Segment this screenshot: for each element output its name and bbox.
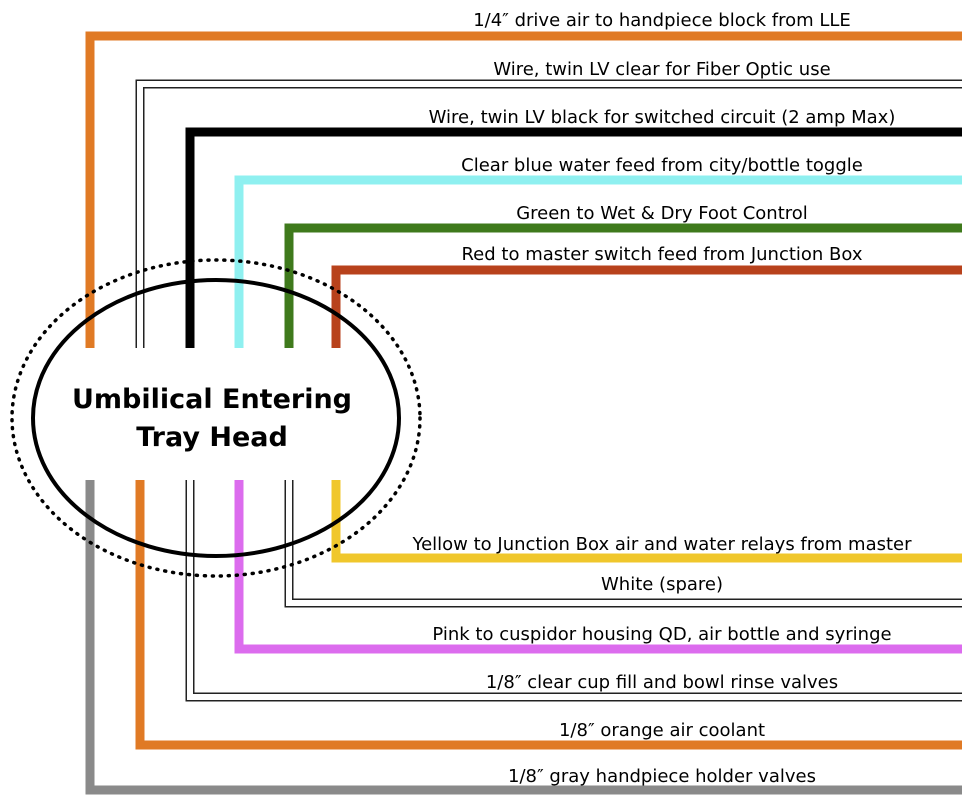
upper-tube-3 xyxy=(185,127,962,348)
upper-tube-1-label: 1/4″ drive air to handpiece block from L… xyxy=(473,10,851,31)
upper-tube-2-label: Wire, twin LV clear for Fiber Optic use xyxy=(493,59,830,80)
upper-tube-5-label: Green to Wet & Dry Foot Control xyxy=(516,203,808,224)
lower-tube-1 xyxy=(331,480,962,563)
lower-tube-3-label: Pink to cuspidor housing QD, air bottle … xyxy=(432,624,891,645)
lower-tube-1-label: Yellow to Junction Box air and water rel… xyxy=(411,534,912,555)
upper-tube-2 xyxy=(137,81,962,348)
upper-tube-6-label: Red to master switch feed from Junction … xyxy=(461,244,862,265)
upper-tube-3-label: Wire, twin LV black for switched circuit… xyxy=(429,107,896,128)
lower-tube-4-label: 1/8″ clear cup fill and bowl rinse valve… xyxy=(486,672,838,693)
lower-tube-6 xyxy=(85,480,962,795)
lower-tube-5-label: 1/8″ orange air coolant xyxy=(559,720,765,741)
lower-tube-4-outline xyxy=(185,480,962,702)
upper-tube-6 xyxy=(331,265,962,348)
lower-tube-2-label: White (spare) xyxy=(601,574,723,595)
upper-tube-4-label: Clear blue water feed from city/bottle t… xyxy=(461,155,863,176)
tube-lines xyxy=(85,31,962,795)
lower-tube-3 xyxy=(234,480,962,654)
dotted-outer-ellipse xyxy=(10,258,422,578)
lower-tube-6-label: 1/8″ gray handpiece holder valves xyxy=(508,766,816,787)
solid-inner-ellipse xyxy=(31,278,401,558)
umbilical-ellipse: Umbilical Entering Tray Head xyxy=(10,258,422,578)
upper-tube-4 xyxy=(234,175,962,348)
lower-tube-4 xyxy=(187,480,962,700)
upper-tube-5 xyxy=(284,223,962,348)
lower-tube-5 xyxy=(135,480,962,750)
upper-tube-1 xyxy=(85,31,962,348)
lower-tube-2 xyxy=(286,480,962,606)
title-line-1: Umbilical Entering xyxy=(72,384,352,415)
title-line-2: Tray Head xyxy=(136,422,288,453)
tube-labels: 1/4″ drive air to handpiece block from L… xyxy=(411,10,912,787)
